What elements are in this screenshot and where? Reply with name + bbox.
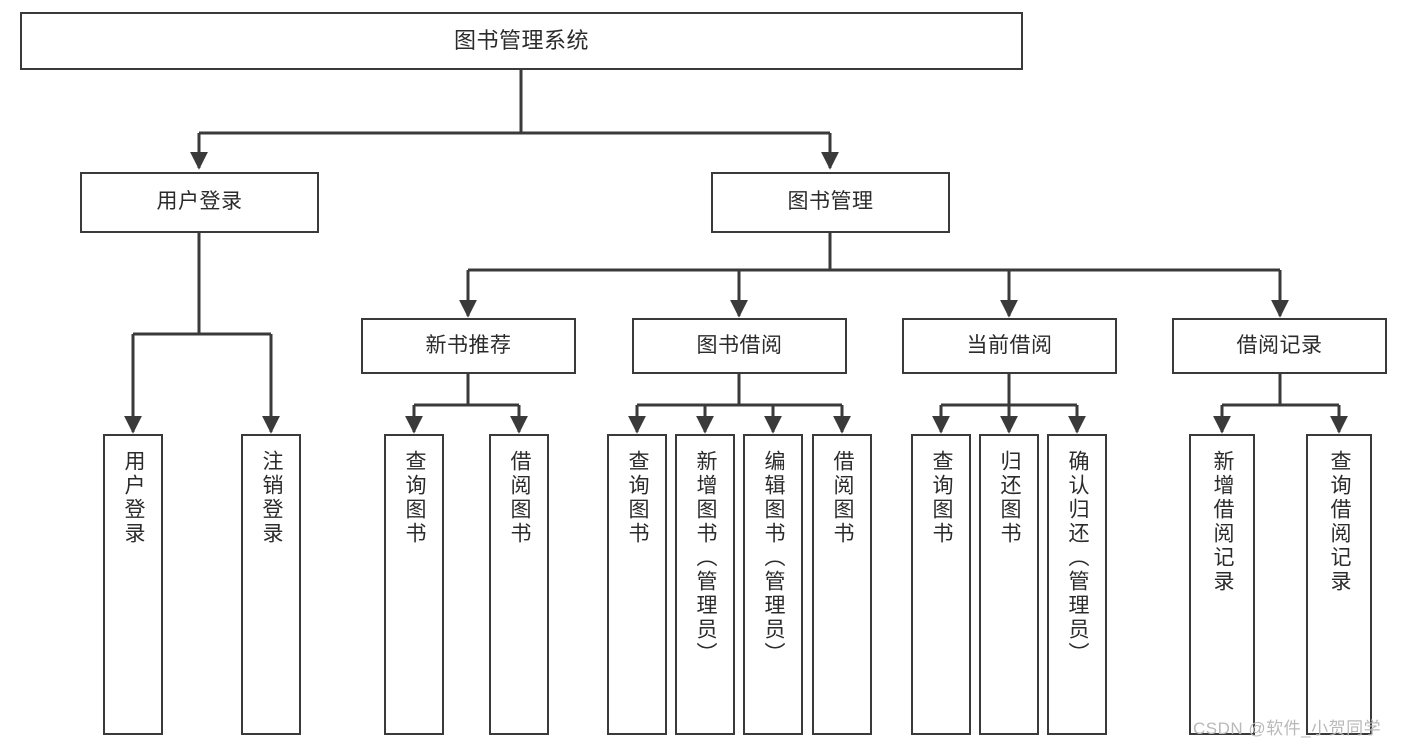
- node-book-manage[interactable]: 图书管理: [711, 172, 950, 233]
- node-current-borrow-label: 当前借阅: [966, 333, 1053, 357]
- leaf-query-record-label: 查询借阅记录: [1328, 450, 1352, 594]
- leaf-edit-book-label: 编辑图书（管理员）: [762, 450, 786, 666]
- node-book-borrow[interactable]: 图书借阅: [632, 318, 847, 374]
- node-borrow-record-label: 借阅记录: [1236, 333, 1323, 357]
- leaf-return-book-label: 归还图书: [998, 450, 1022, 546]
- leaf-borrow-book-1[interactable]: 借阅图书: [489, 434, 549, 735]
- leaf-add-record-label: 新增借阅记录: [1211, 450, 1235, 594]
- node-book-borrow-label: 图书借阅: [696, 333, 783, 357]
- leaf-query-book-3-label: 查询图书: [930, 450, 954, 546]
- leaf-add-book[interactable]: 新增图书（管理员）: [675, 434, 735, 735]
- leaf-user-login[interactable]: 用户登录: [103, 434, 163, 735]
- leaf-query-record[interactable]: 查询借阅记录: [1306, 434, 1372, 735]
- node-book-manage-label: 图书管理: [787, 190, 874, 214]
- leaf-query-book-1[interactable]: 查询图书: [384, 434, 444, 735]
- leaf-borrow-book-2-label: 借阅图书: [831, 450, 855, 546]
- leaf-query-book-1-label: 查询图书: [403, 450, 427, 546]
- leaf-return-book[interactable]: 归还图书: [979, 434, 1039, 735]
- node-current-borrow[interactable]: 当前借阅: [902, 318, 1117, 374]
- csdn-watermark: CSDN @软件_小贺同学: [1193, 719, 1382, 738]
- leaf-query-book-3[interactable]: 查询图书: [911, 434, 971, 735]
- leaf-edit-book[interactable]: 编辑图书（管理员）: [743, 434, 803, 735]
- leaf-confirm-return-label: 确认归还（管理员）: [1066, 450, 1090, 666]
- node-user-login-label: 用户登录: [156, 190, 243, 214]
- leaf-logout-login-label: 注销登录: [260, 450, 284, 546]
- leaf-query-book-2-label: 查询图书: [626, 450, 650, 546]
- node-new-book-recommend-label: 新书推荐: [425, 333, 512, 357]
- node-root-system[interactable]: 图书管理系统: [20, 12, 1023, 70]
- leaf-query-book-2[interactable]: 查询图书: [607, 434, 667, 735]
- node-root-system-label: 图书管理系统: [453, 28, 589, 54]
- leaf-logout-login[interactable]: 注销登录: [241, 434, 301, 735]
- node-new-book-recommend[interactable]: 新书推荐: [361, 318, 576, 374]
- leaf-borrow-book-2[interactable]: 借阅图书: [812, 434, 872, 735]
- leaf-add-record[interactable]: 新增借阅记录: [1189, 434, 1255, 735]
- leaf-confirm-return[interactable]: 确认归还（管理员）: [1047, 434, 1107, 735]
- leaf-add-book-label: 新增图书（管理员）: [694, 450, 718, 666]
- node-borrow-record[interactable]: 借阅记录: [1172, 318, 1387, 374]
- leaf-borrow-book-1-label: 借阅图书: [508, 450, 532, 546]
- node-user-login[interactable]: 用户登录: [80, 172, 319, 233]
- leaf-user-login-label: 用户登录: [122, 450, 146, 546]
